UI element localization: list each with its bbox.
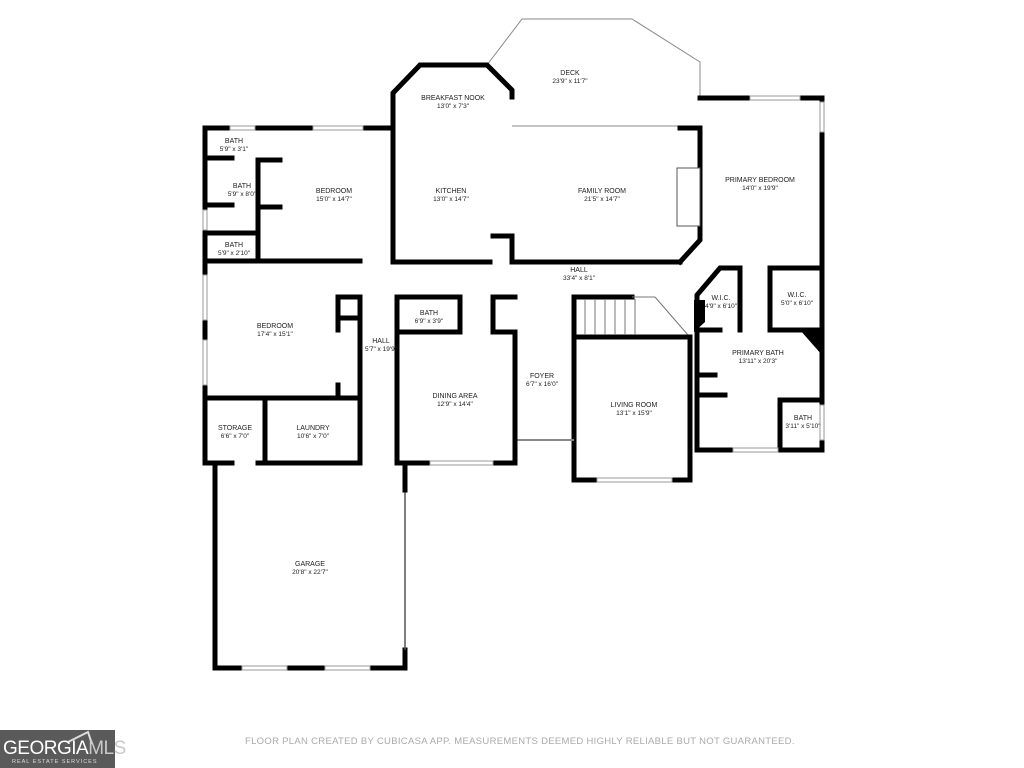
room-dims-bath3: 5'9" x 2'10"	[218, 250, 251, 257]
room-dims-wic2: 5'0" x 6'10"	[781, 300, 814, 307]
room-dims-garage: 20'8" x 22'7"	[292, 569, 328, 576]
room-name-bath1: BATH	[225, 138, 243, 145]
room-dims-bedroom1: 15'0" x 14'7"	[316, 196, 352, 203]
room-dims-bedroom2: 17'4" x 15'1"	[257, 331, 293, 338]
room-dims-dining: 12'9" x 14'4"	[437, 401, 473, 408]
room-name-bedroom2: BEDROOM	[257, 323, 293, 330]
room-dims-family: 21'5" x 14'7"	[584, 196, 620, 203]
fireplace-icon	[676, 167, 701, 227]
georgia-mls-logo: GEORGIAMLS REAL ESTATE SERVICES	[0, 730, 126, 768]
room-name-bath4: BATH	[420, 310, 438, 317]
walls	[202, 18, 825, 671]
room-dims-living: 13'1" x 15'9"	[616, 410, 652, 417]
room-dims-hall2: 5'7" x 19'9"	[365, 346, 398, 353]
room-name-foyer: FOYER	[530, 373, 554, 380]
room-name-wic1: W.I.C.	[711, 295, 730, 302]
room-dims-hall_main: 33'4" x 8'1"	[563, 275, 596, 282]
room-name-family: FAMILY ROOM	[578, 188, 626, 195]
room-name-kitchen: KITCHEN	[436, 188, 467, 195]
room-dims-primary_bath: 13'11" x 20'3"	[739, 358, 778, 365]
room-name-primary_bed: PRIMARY BEDROOM	[725, 177, 795, 184]
room-dims-storage: 6'6" x 7'0"	[221, 433, 250, 440]
room-name-deck: DECK	[560, 70, 580, 77]
room-name-hall2: HALL	[372, 338, 390, 345]
room-name-garage: GARAGE	[295, 561, 325, 568]
room-name-primary_bath: PRIMARY BATH	[732, 350, 784, 357]
room-name-bedroom1: BEDROOM	[316, 188, 352, 195]
room-dims-bath2: 5'9" x 8'0"	[228, 191, 257, 198]
room-name-breakfast: BREAKFAST NOOK	[421, 95, 485, 102]
room-dims-bath5: 3'11" x 5'10"	[785, 423, 821, 430]
room-dims-bath4: 6'9" x 3'9"	[415, 318, 444, 325]
room-name-bath2: BATH	[233, 183, 251, 190]
room-name-dining: DINING AREA	[432, 393, 477, 400]
room-dims-laundry: 10'6" x 7'0"	[297, 433, 330, 440]
room-name-wic2: W.I.C.	[787, 292, 806, 299]
room-dims-wic1: 4'9" x 6'10"	[705, 303, 738, 310]
room-name-hall_main: HALL	[570, 267, 588, 274]
room-dims-primary_bed: 14'0" x 19'9"	[742, 185, 778, 192]
room-name-living: LIVING ROOM	[611, 402, 658, 409]
room-dims-kitchen: 13'0" x 14'7"	[433, 196, 469, 203]
room-dims-deck: 23'9" x 11'7"	[552, 78, 588, 85]
room-name-bath3: BATH	[225, 242, 243, 249]
room-name-bath5: BATH	[794, 415, 812, 422]
logo-text: GEORGIA	[3, 738, 89, 759]
disclaimer-text: FLOOR PLAN CREATED BY CUBICASA APP. MEAS…	[245, 736, 795, 747]
logo-accent-text: MLS	[88, 738, 126, 759]
logo-subtext: REAL ESTATE SERVICES	[12, 759, 98, 765]
room-dims-breakfast: 13'0" x 7'3"	[437, 103, 470, 110]
room-dims-bath1: 5'9" x 3'1"	[220, 146, 249, 153]
room-name-storage: STORAGE	[218, 425, 252, 432]
room-name-laundry: LAUNDRY	[296, 425, 330, 432]
room-dims-foyer: 6'7" x 16'0"	[526, 381, 559, 388]
